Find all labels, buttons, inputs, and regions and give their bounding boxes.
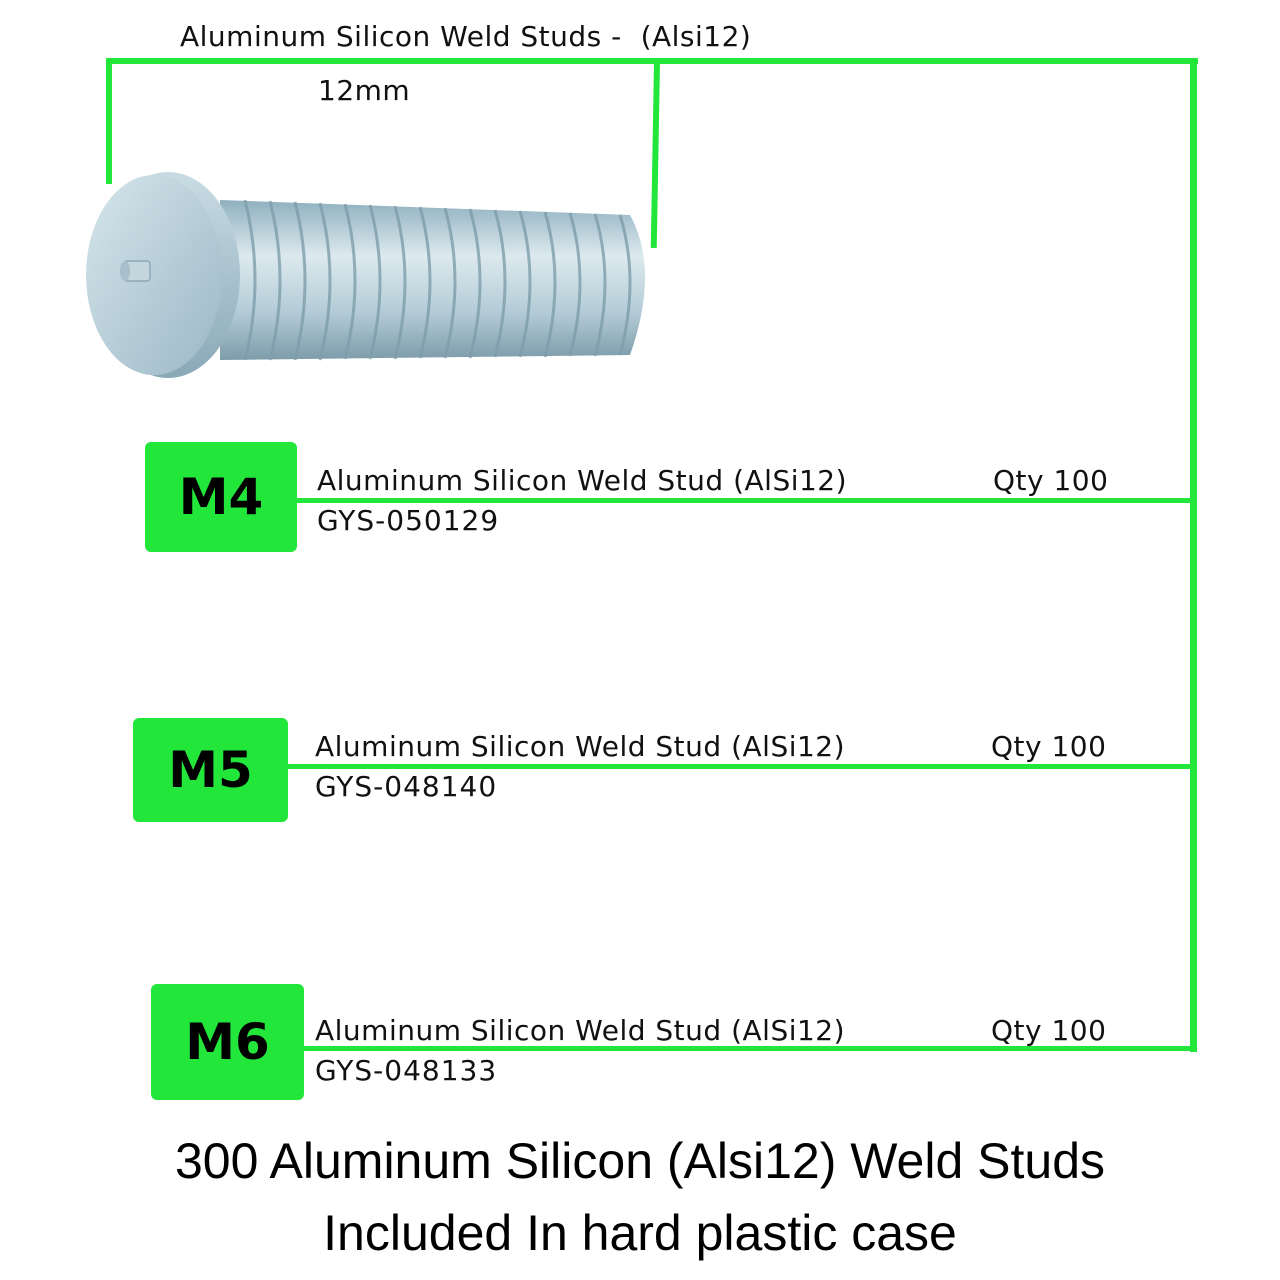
size-badge-m6: M6 bbox=[151, 984, 304, 1100]
footer-line-1: 300 Aluminum Silicon (Alsi12) Weld Studs bbox=[174, 1133, 1106, 1189]
item-description-m5: Aluminum Silicon Weld Stud (AlSi12) bbox=[315, 730, 846, 763]
item-qty-m5: Qty 100 bbox=[991, 730, 1107, 763]
item-description-m6: Aluminum Silicon Weld Stud (AlSi12) bbox=[315, 1014, 846, 1047]
top-bracket-line bbox=[106, 58, 1198, 64]
footer-line-2: Included In hard plastic case bbox=[323, 1205, 957, 1261]
item-code-m4: GYS-050129 bbox=[317, 504, 500, 537]
m5-connector-line bbox=[288, 764, 1194, 769]
m4-connector-line bbox=[296, 498, 1194, 503]
size-badge-m5: M5 bbox=[133, 718, 288, 822]
item-code-m5: GYS-048140 bbox=[315, 770, 498, 803]
weld-stud-icon bbox=[86, 172, 645, 378]
item-qty-m4: Qty 100 bbox=[993, 464, 1109, 497]
item-qty-m6: Qty 100 bbox=[991, 1014, 1107, 1047]
header-title: Aluminum Silicon Weld Studs - (Alsi12) bbox=[180, 20, 752, 53]
m6-connector-line bbox=[302, 1046, 1194, 1051]
length-label: 12mm bbox=[318, 74, 411, 107]
item-description-m4: Aluminum Silicon Weld Stud (AlSi12) bbox=[317, 464, 848, 497]
item-code-m6: GYS-048133 bbox=[315, 1054, 498, 1087]
left-bracket-drop bbox=[106, 58, 112, 184]
size-badge-m4: M4 bbox=[145, 442, 297, 552]
right-vertical-line bbox=[1190, 58, 1197, 1052]
